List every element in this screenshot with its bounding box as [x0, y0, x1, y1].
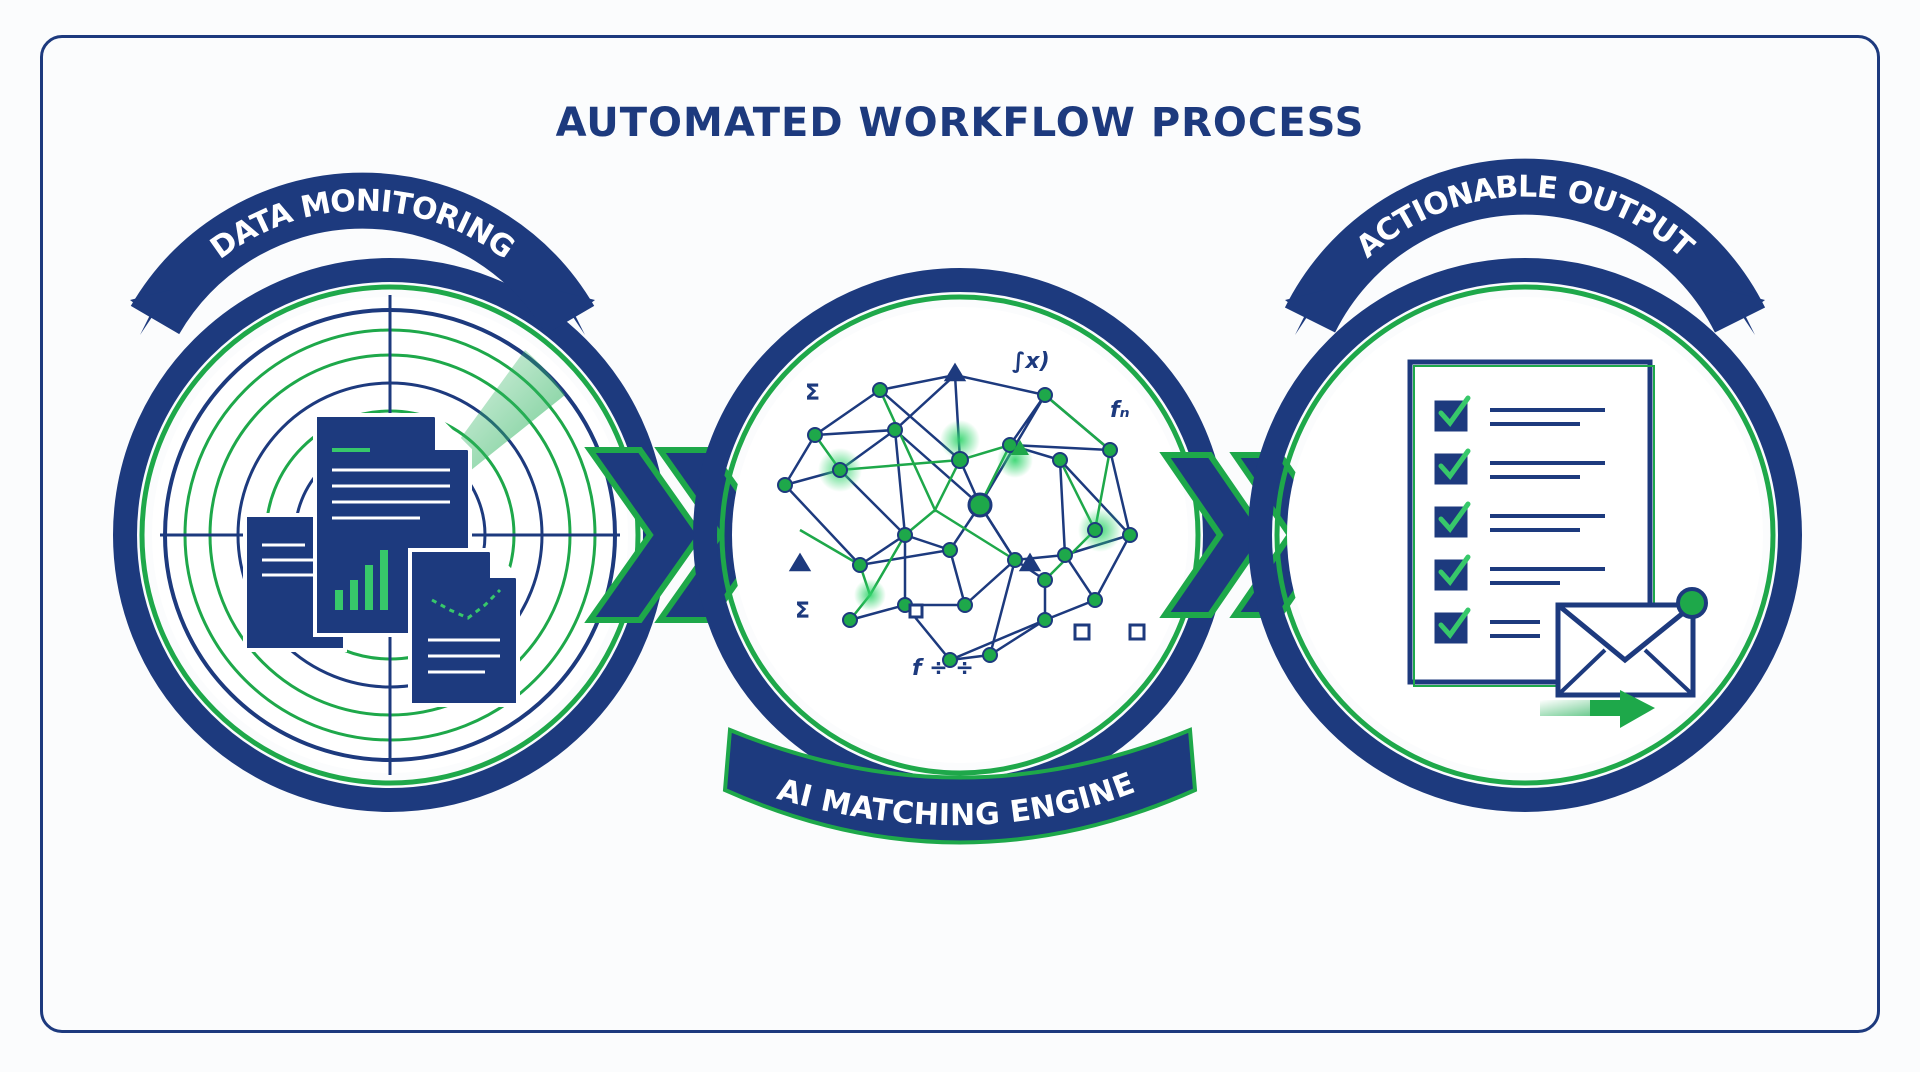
checklist-icon — [1407, 359, 1655, 687]
diagram-title: AUTOMATED WORKFLOW PROCESS — [555, 100, 1365, 146]
outer-frame — [40, 35, 1880, 1033]
stage-data-monitoring: DATA MONITORING — [113, 172, 667, 812]
network-symbol-sum-2: Σ — [795, 599, 810, 624]
send-arrow-icon — [1540, 690, 1655, 728]
email-icon — [1555, 587, 1708, 698]
network-symbol-divide: f ÷ ÷ — [912, 656, 974, 681]
stage-actionable-output: ACTIONABLE OUTPUT — [1248, 158, 1802, 812]
network-symbol-fn: fₙ — [1110, 398, 1130, 423]
network-symbol-integral: ∫x) — [1012, 349, 1050, 374]
stage-ai-matching-engine: Σ ∫x) fₙ Σ f ÷ ÷ AI MATCHING ENGINE — [693, 268, 1227, 845]
stage-label-banner: AI MATCHING ENGINE — [722, 727, 1198, 845]
documents-icon — [243, 413, 520, 707]
neural-network-icon: Σ ∫x) fₙ Σ f ÷ ÷ — [777, 349, 1146, 681]
network-symbol-sum: Σ — [805, 381, 820, 406]
